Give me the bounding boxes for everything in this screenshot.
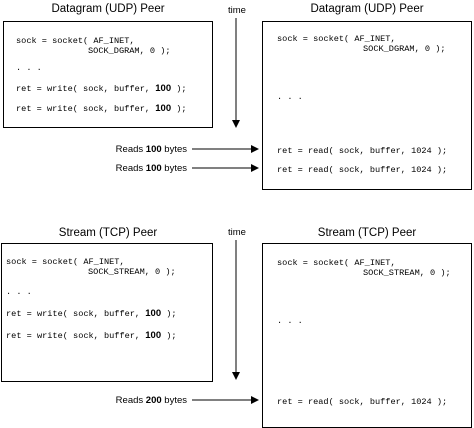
tcp-time-label: time <box>228 227 246 238</box>
tcp-reader-read1: ret = read( sock, buffer, 1024 ); <box>277 397 448 407</box>
tcp-writer-socket-line1: sock = socket( AF_INET, <box>6 257 125 267</box>
udp-reads-label-1: Reads 100 bytes <box>115 144 187 155</box>
tcp-reader-box: sock = socket( AF_INET, SOCK_STREAM, 0 )… <box>262 243 472 428</box>
udp-writer-write1-size: 100 <box>155 83 172 94</box>
udp-reader-title: Datagram (UDP) Peer <box>310 3 424 15</box>
tcp-writer-socket-line2: SOCK_STREAM, 0 ); <box>88 267 176 277</box>
udp-writer-write2: ret = write( sock, buffer, 100 ); <box>16 103 187 115</box>
udp-reader-dots: . . . <box>277 92 303 102</box>
tcp-writer-write2: ret = write( sock, buffer, 100 ); <box>6 330 177 342</box>
tcp-writer-box: sock = socket( AF_INET, SOCK_STREAM, 0 )… <box>1 243 213 382</box>
tcp-writer-write2-size: 100 <box>145 330 162 341</box>
udp-writer-dots: . . . <box>16 63 42 73</box>
udp-writer-box: sock = socket( AF_INET, SOCK_DGRAM, 0 );… <box>3 21 213 128</box>
udp-reader-box: sock = socket( AF_INET, SOCK_DGRAM, 0 );… <box>262 21 472 190</box>
tcp-writer-write1: ret = write( sock, buffer, 100 ); <box>6 308 177 320</box>
tcp-writer-dots: . . . <box>6 287 32 297</box>
udp-reader-read2: ret = read( sock, buffer, 1024 ); <box>277 165 448 175</box>
udp-reader-socket-line2: SOCK_DGRAM, 0 ); <box>363 44 446 54</box>
tcp-reader-socket-line2: SOCK_STREAM, 0 ); <box>363 268 451 278</box>
udp-writer-socket-line2: SOCK_DGRAM, 0 ); <box>88 46 171 56</box>
tcp-reader-title: Stream (TCP) Peer <box>317 227 417 239</box>
tcp-reader-dots: . . . <box>277 316 303 326</box>
udp-writer-title: Datagram (UDP) Peer <box>51 3 165 15</box>
udp-writer-socket-line1: sock = socket( AF_INET, <box>16 36 135 46</box>
udp-reads-label-2: Reads 100 bytes <box>115 163 187 174</box>
udp-writer-write1: ret = write( sock, buffer, 100 ); <box>16 83 187 95</box>
udp-time-label: time <box>228 5 246 16</box>
udp-writer-write2-size: 100 <box>155 103 172 114</box>
udp-reader-read1: ret = read( sock, buffer, 1024 ); <box>277 146 448 156</box>
udp-reader-socket-line1: sock = socket( AF_INET, <box>277 34 396 44</box>
tcp-reader-socket-line1: sock = socket( AF_INET, <box>277 258 396 268</box>
tcp-writer-write1-size: 100 <box>145 308 162 319</box>
tcp-writer-title: Stream (TCP) Peer <box>58 227 158 239</box>
tcp-reads-label: Reads 200 bytes <box>115 395 187 406</box>
